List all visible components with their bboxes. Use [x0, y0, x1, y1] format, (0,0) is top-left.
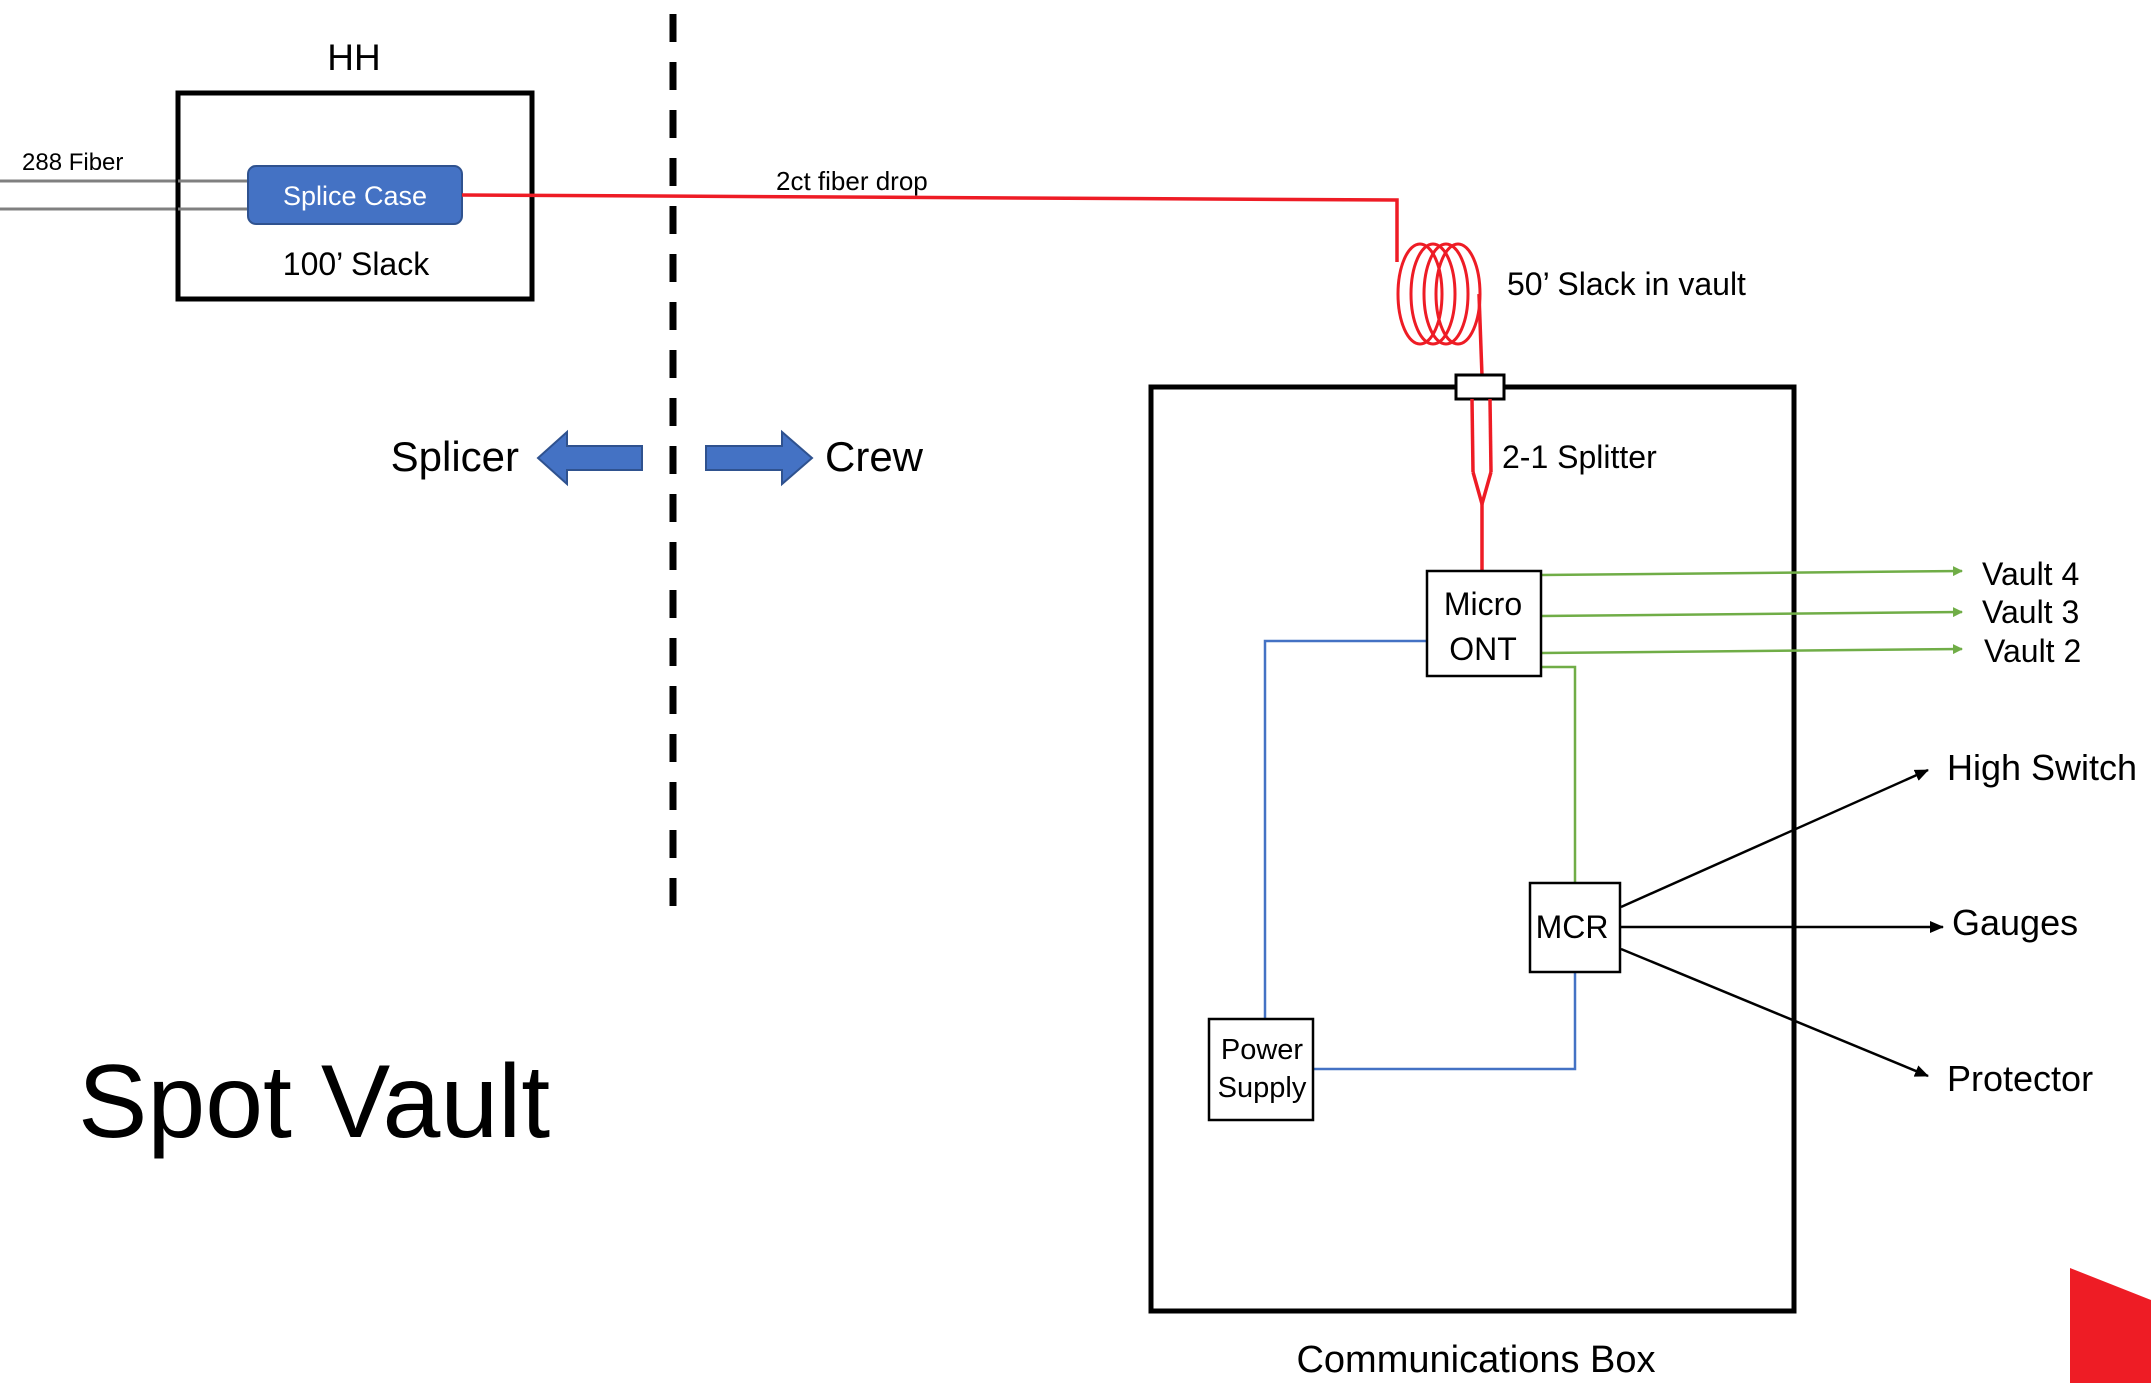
vault-links	[1540, 566, 1963, 882]
hh-slack-label: 100’ Slack	[283, 246, 430, 282]
splitter	[1470, 398, 1493, 571]
vault-3-label: Vault 3	[1982, 594, 2079, 630]
vault-2-label: Vault 2	[1984, 633, 2081, 669]
power-links	[1263, 639, 1577, 1071]
right-arrow-icon	[705, 429, 814, 487]
mcr-output-links	[1620, 768, 1944, 1078]
communications-box-label: Communications Box	[1296, 1339, 1655, 1381]
power-supply-line2: Supply	[1218, 1072, 1307, 1104]
fiber-in-label: 288 Fiber	[22, 149, 123, 176]
splice-case-label: Splice Case	[283, 181, 427, 211]
fiber-drop-line	[461, 193, 1399, 262]
coil-label: 50’ Slack in vault	[1507, 266, 1746, 302]
micro-ont-line1: Micro	[1444, 586, 1522, 622]
power-supply-box	[1207, 1017, 1315, 1122]
mcr-label: MCR	[1536, 909, 1609, 945]
hh-label: HH	[327, 37, 380, 78]
vault-4-label: Vault 4	[1982, 556, 2079, 592]
splicer-label: Splicer	[391, 433, 519, 480]
mcr-box	[1528, 881, 1622, 974]
splitter-label: 2-1 Splitter	[1502, 439, 1657, 475]
protector-label: Protector	[1947, 1058, 2093, 1099]
micro-ont-line2: ONT	[1449, 631, 1517, 667]
entry-connector	[1454, 373, 1506, 401]
crew-label: Crew	[825, 433, 924, 480]
left-arrow-icon	[536, 429, 643, 487]
micro-ont-box	[1425, 569, 1543, 678]
corner-accent	[2070, 1268, 2151, 1383]
high-switch-label: High Switch	[1947, 747, 2137, 788]
fiber-drop-label: 2ct fiber drop	[776, 166, 928, 196]
communications-box	[1148, 384, 1797, 1314]
page-title: Spot Vault	[78, 1044, 550, 1160]
slack-coil	[1396, 242, 1482, 346]
gauges-label: Gauges	[1952, 902, 2078, 943]
power-supply-line1: Power	[1221, 1034, 1304, 1066]
